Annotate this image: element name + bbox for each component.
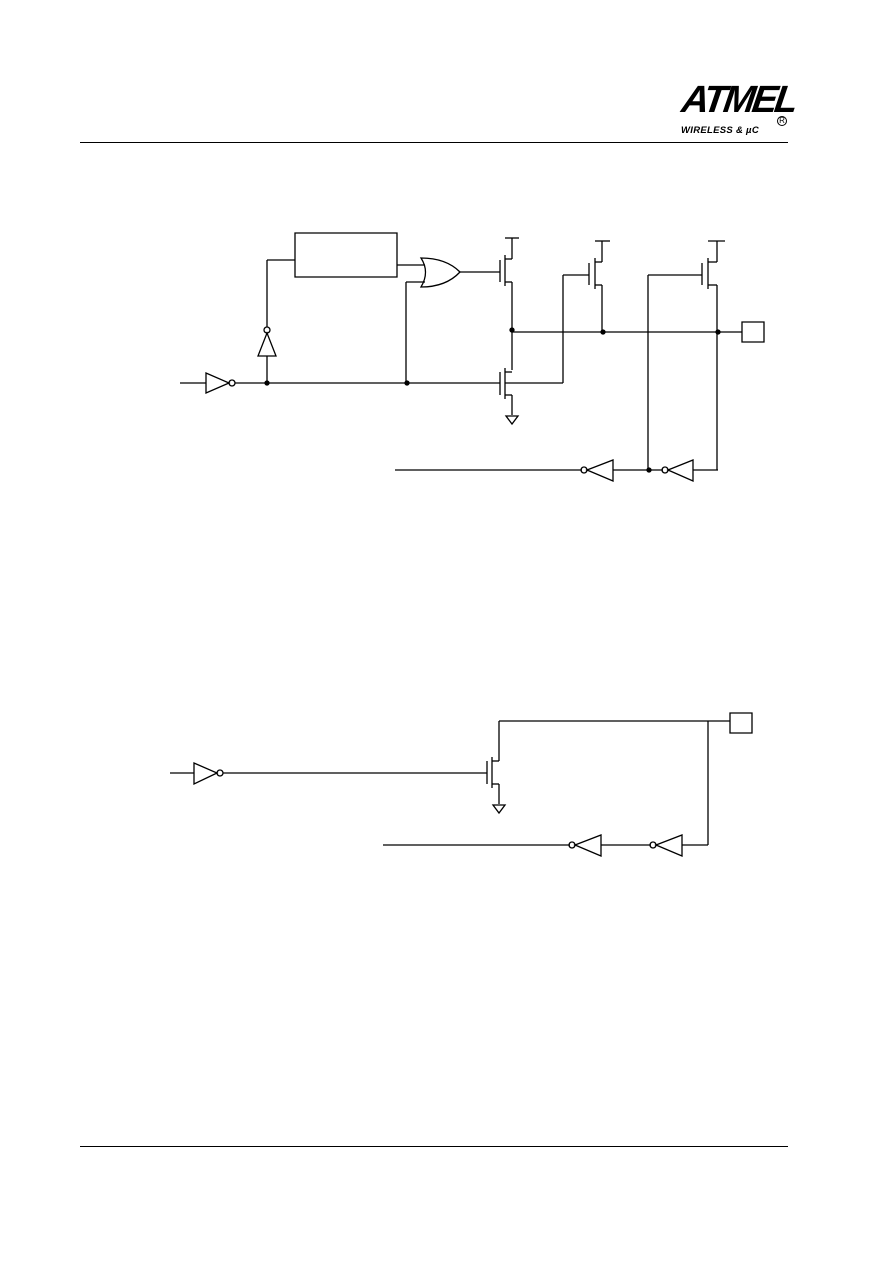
feedback-inverter-3 [575, 835, 601, 856]
input-inverter [206, 373, 229, 393]
up-buffer [258, 333, 276, 356]
bidirectional-port-pin-schematic [0, 220, 892, 500]
logo-subtitle: WIRELESS & µC [681, 125, 759, 136]
logo-wordmark: ATMEL [679, 79, 798, 121]
ground-symbol-2 [493, 805, 505, 813]
footer-rule [80, 1146, 788, 1147]
feedback-inverter-4 [656, 835, 682, 856]
open-drain-port-pin-schematic [0, 705, 892, 865]
port-pin-pad-2 [730, 713, 752, 733]
or-gate [421, 258, 460, 287]
registered-mark: R [777, 116, 787, 126]
delay-block [295, 233, 397, 277]
header-rule [80, 142, 788, 143]
port-pin-pad [742, 322, 764, 342]
ground-symbol [506, 416, 518, 424]
input-inverter-2 [194, 763, 217, 784]
feedback-inverter-2 [668, 460, 693, 481]
feedback-inverter-1 [587, 460, 613, 481]
